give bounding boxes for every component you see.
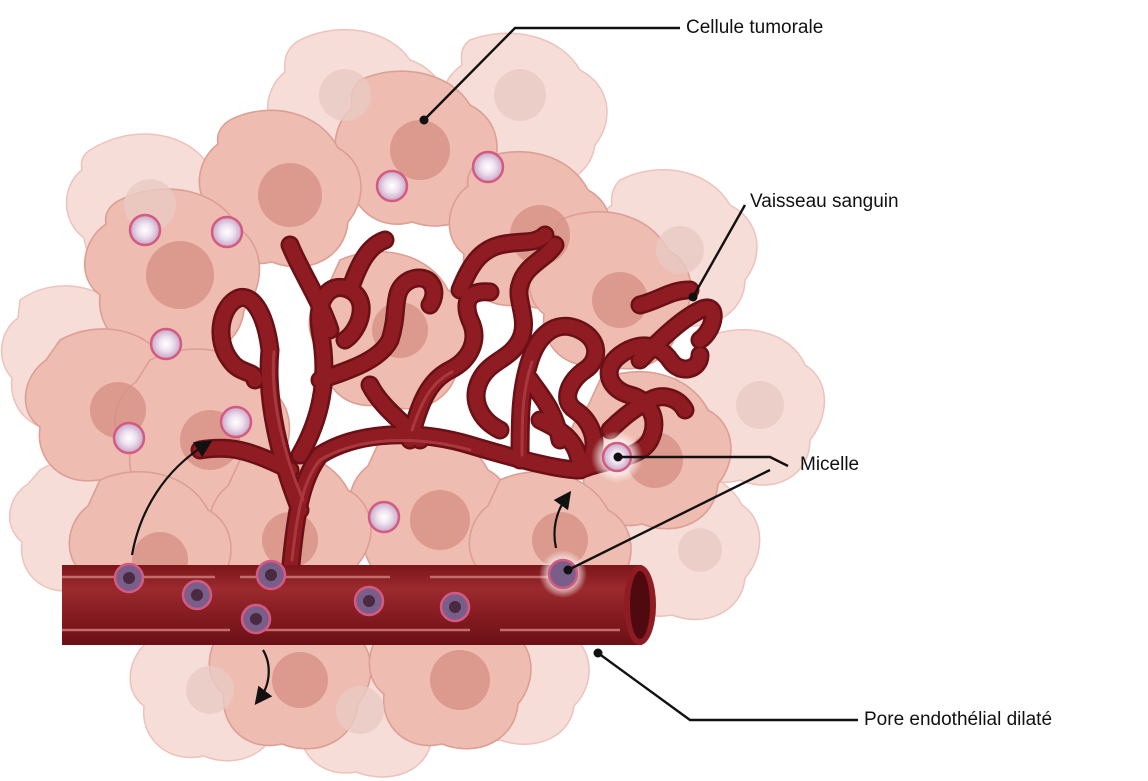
label-micelle: Micelle (800, 455, 859, 474)
label-pore: Pore endothélial dilaté (864, 710, 1052, 729)
label-blood-vessel: Vaisseau sanguin (750, 192, 899, 211)
label-tumor-cell: Cellule tumorale (686, 18, 823, 37)
